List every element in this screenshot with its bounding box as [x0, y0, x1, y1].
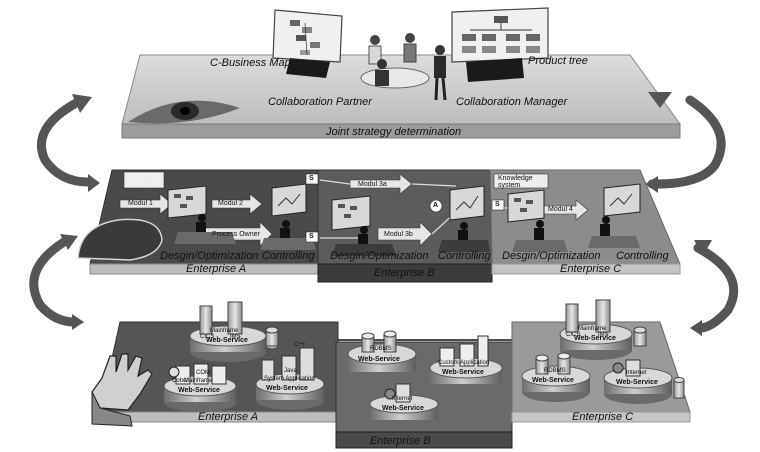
enterprise-a-mid-label: Enterprise A — [186, 263, 247, 275]
web-service-disk — [559, 299, 647, 360]
web-service-label-a3: Web-Service — [266, 385, 308, 392]
monitor-icon — [271, 183, 307, 217]
internet-tag-c: Internet — [626, 370, 647, 376]
cpp-tag: C++ — [294, 342, 306, 348]
web-service-disk — [603, 359, 673, 404]
design-optimization-label-a: Desgin/Optimization — [160, 250, 259, 262]
web-service-disk — [521, 352, 591, 402]
web-service-disk — [429, 335, 503, 394]
modul-2-label: Modul 2 — [218, 200, 243, 207]
enterprise-c-bottom-label: Enterprise C — [572, 411, 634, 423]
product-tree-label: Product tree — [528, 55, 588, 67]
java-tag: Java — [284, 368, 297, 374]
cics-tag-a: CICS — [200, 334, 215, 340]
web-service-label-c1: Web-Service — [574, 335, 616, 342]
process-owner-label: Process Owner — [212, 231, 260, 238]
design-optimization-label-c: Desgin/Optimization — [502, 250, 601, 262]
s-tag-c: S — [495, 201, 500, 208]
meeting-group — [360, 33, 447, 101]
web-service-disk — [347, 330, 417, 382]
web-service-disk — [163, 363, 237, 412]
controlling-label-b: Controlling — [438, 250, 491, 262]
enterprise-b-bottom-label: Enterprise B — [370, 435, 431, 447]
web-service-disk — [369, 383, 439, 429]
web-service-label-a1: Web-Service — [206, 337, 248, 344]
collaboration-manager-label: Collaboration Manager — [456, 96, 568, 108]
web-service-label-a2: Web-Service — [178, 387, 220, 394]
web-service-label-b3: Web-Service — [382, 405, 424, 412]
cics-tag-c: CICS — [566, 332, 581, 338]
modul-3a-label: Modul 3a — [358, 181, 387, 188]
modul-1-label: Modul 1 — [128, 200, 153, 207]
web-service-disk — [189, 301, 279, 362]
arrow-heads — [60, 92, 712, 336]
ims-tag-a: IMS — [230, 334, 241, 340]
c-business-map-board — [272, 9, 343, 78]
web-service-label-c3: Web-Service — [616, 379, 658, 386]
rdbms-tag-b: RDBMS — [370, 346, 392, 352]
joint-strategy-label: Joint strategy determination — [326, 126, 462, 138]
rdbms-tag-c: RDBMS — [544, 368, 566, 374]
custom-application-tag-b: Custom Application — [438, 360, 490, 366]
mainframe-tag-c: Mainframe — [578, 326, 607, 332]
enterprise-a-bottom-label: Enterprise A — [198, 411, 259, 423]
ims-tag-c: IMS — [598, 332, 609, 338]
monitor-icon — [331, 195, 371, 231]
top-platform — [121, 7, 681, 139]
modul-3b-label: Modul 3b — [384, 231, 413, 238]
knowledge-system-tag-c: Knowledge system — [498, 175, 533, 189]
web-service-label-b2: Web-Service — [442, 369, 484, 376]
mainframe-tag-a2: Mainframe — [184, 378, 213, 384]
controlling-label-a: Controlling — [262, 250, 315, 262]
monitor-icon — [167, 185, 207, 219]
cycle-arrows — [29, 95, 739, 333]
c-business-map-label: C-Business Map — [210, 57, 291, 69]
design-optimization-label-b: Desgin/Optimization — [330, 250, 429, 262]
com-tag: COM — [196, 370, 210, 376]
monitor-icon — [603, 183, 641, 217]
collaboration-partner-label: Collaboration Partner — [268, 96, 372, 108]
bottom-platforms — [91, 299, 691, 449]
monitor-icon — [507, 189, 545, 223]
enterprise-c-mid-label: Enterprise C — [560, 263, 622, 275]
internet-tag-b: Internet — [392, 396, 413, 402]
mainframe-tag-a1: Mainframe — [210, 328, 239, 334]
modul-4-label: Modul 4 — [548, 206, 573, 213]
s-tag-left: S — [309, 233, 314, 240]
web-service-label-b1: Web-Service — [358, 356, 400, 363]
cobol-tag: Cobol — [172, 378, 188, 384]
monitor-icon — [449, 185, 485, 221]
knowledge-system-tag-a: Knowledge system — [126, 173, 161, 187]
product-tree-board — [451, 7, 549, 82]
middle-platforms — [77, 169, 681, 283]
a-circle-tag: A — [433, 202, 439, 209]
web-service-label-c2: Web-Service — [532, 377, 574, 384]
s-tag-top: S — [309, 175, 314, 182]
controlling-label-c: Controlling — [616, 250, 669, 262]
enterprise-b-mid-label: Enterprise B — [374, 267, 435, 279]
eye-icon — [128, 100, 240, 124]
web-service-disk — [255, 347, 325, 410]
system-application-tag-a: System Application — [264, 376, 315, 382]
